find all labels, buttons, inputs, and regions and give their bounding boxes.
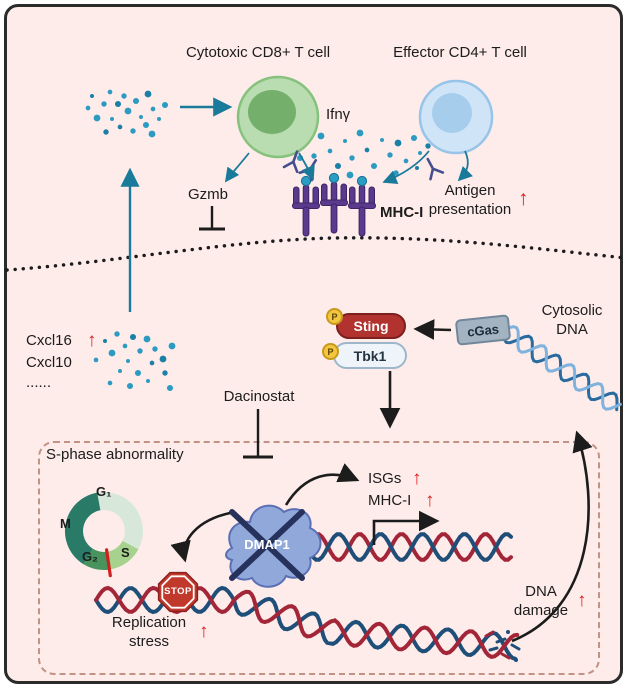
dna-damage-up-arrow: ↑ bbox=[577, 590, 587, 611]
cytosolic-dna-label: Cytosolic DNA bbox=[541, 302, 603, 338]
tbk1-box: Tbk1 bbox=[333, 342, 407, 369]
phospho-badge: P bbox=[326, 308, 343, 325]
cxcl16-label: Cxcl16 bbox=[26, 332, 72, 349]
dmap1-label: DMAP1 bbox=[244, 537, 290, 552]
mhc1-induced-label: MHC-I bbox=[368, 492, 412, 509]
isgs-label: ISGs bbox=[368, 470, 402, 487]
isgs-up-arrow: ↑ bbox=[412, 468, 422, 489]
replication-up-arrow: ↑ bbox=[199, 621, 209, 642]
cd4-cell-label: Effector CD4+ T cell bbox=[393, 44, 527, 61]
mhc1-label: MHC-I bbox=[380, 204, 424, 221]
g2-phase-label: G₂ bbox=[82, 549, 98, 564]
ifng-label: Ifnγ bbox=[326, 106, 351, 123]
stop-label: STOP bbox=[164, 586, 192, 597]
phospho-badge: P bbox=[322, 343, 339, 360]
cd8-cell-label: Cytotoxic CD8+ T cell bbox=[185, 44, 331, 61]
cxcl16-up-arrow: ↑ bbox=[87, 330, 97, 351]
sting-box: Sting bbox=[336, 313, 406, 339]
dacinostat-label: Dacinostat bbox=[223, 388, 295, 405]
antigen-presentation-label: Antigen presentation bbox=[428, 182, 512, 218]
ellipsis-label: ...... bbox=[26, 374, 52, 391]
antigen-up-arrow: ↑ bbox=[518, 187, 529, 210]
s-phase-title: S-phase abnormality bbox=[46, 446, 184, 463]
cxcl10-label: Cxcl10 bbox=[26, 354, 72, 371]
nucleus-dashed-box bbox=[38, 441, 600, 675]
mhc1-up-arrow: ↑ bbox=[425, 490, 435, 511]
gzmb-label: Gzmb bbox=[188, 186, 229, 203]
replication-stress-label: Replication stress bbox=[111, 614, 187, 650]
s-phase-label: S bbox=[121, 545, 130, 560]
dna-damage-label: DNA damage bbox=[513, 583, 569, 619]
g1-phase-label: G₁ bbox=[96, 484, 112, 499]
m-phase-label: M bbox=[60, 516, 71, 531]
